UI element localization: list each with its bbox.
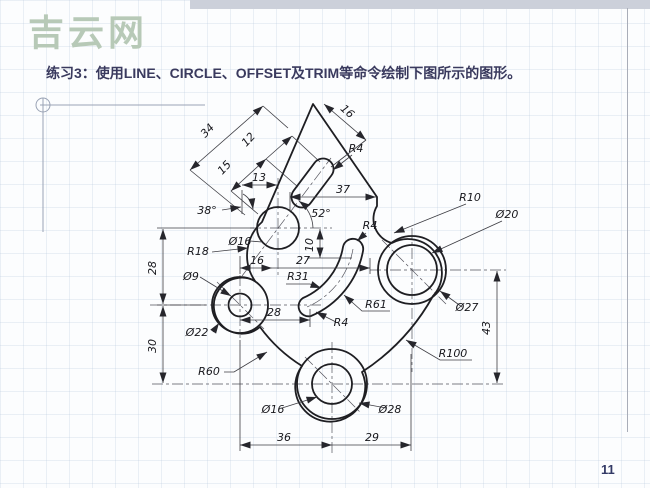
dim-label: 38° — [197, 204, 217, 217]
dim-label: 10 — [303, 238, 316, 252]
dim-label: 36 — [277, 431, 291, 444]
dim-label: 52° — [311, 207, 331, 220]
angled-slot — [290, 157, 335, 209]
hole-right — [386, 244, 438, 296]
dim-label: R100 — [439, 347, 468, 360]
dim-label: R61 — [365, 298, 387, 311]
dim-label: Ø16 — [261, 403, 285, 416]
hole-top — [256, 206, 300, 250]
dim-label: Ø20 — [495, 208, 519, 221]
dim-label: R4 — [363, 219, 378, 232]
watermark: 吉云网 — [28, 12, 149, 53]
dim-label: Ø22 — [185, 326, 209, 339]
dim-label: 28 — [146, 261, 159, 275]
dim-label: R4 — [334, 316, 349, 329]
hole-bottom — [311, 363, 353, 405]
dim-label: R4 — [349, 142, 364, 155]
dim-label: Ø28 — [378, 403, 402, 416]
boss-circle-bottom — [296, 348, 368, 420]
dim-label: 13 — [252, 171, 266, 184]
dim-label: R31 — [287, 270, 309, 283]
leader-lines — [199, 154, 503, 409]
dimension-lines — [159, 103, 501, 449]
dim-label: 34 — [198, 121, 217, 140]
dim-label: R10 — [459, 191, 481, 204]
dim-label: Ø27 — [455, 301, 479, 314]
slide-title: 练习3：使用LINE、CIRCLE、OFFSET及TRIM等命令绘制下图所示的图… — [46, 65, 522, 81]
dim-label: 27 — [296, 254, 310, 267]
page-number: 11 — [601, 462, 615, 477]
holes-and-slots — [227, 157, 438, 405]
top-decoration-band — [190, 0, 650, 9]
dim-label: 43 — [480, 321, 493, 335]
dim-label: Ø9 — [182, 270, 199, 283]
dim-label: 15 — [215, 158, 234, 177]
dim-label: R60 — [198, 365, 220, 378]
dim-label: 30 — [146, 339, 159, 353]
dim-label: 37 — [336, 183, 350, 196]
dim-label: 16 — [250, 254, 264, 267]
dim-label: 28 — [267, 306, 281, 319]
dim-label: 12 — [239, 130, 258, 149]
corner-ornament — [35, 97, 205, 232]
dim-label: 29 — [365, 431, 379, 444]
dim-label: R18 — [187, 245, 209, 258]
boss-circle-right — [377, 235, 447, 305]
dim-label: Ø16 — [228, 235, 252, 248]
right-decoration-line — [627, 8, 628, 432]
part-outline — [211, 103, 447, 423]
boss-circle-left — [211, 276, 269, 334]
